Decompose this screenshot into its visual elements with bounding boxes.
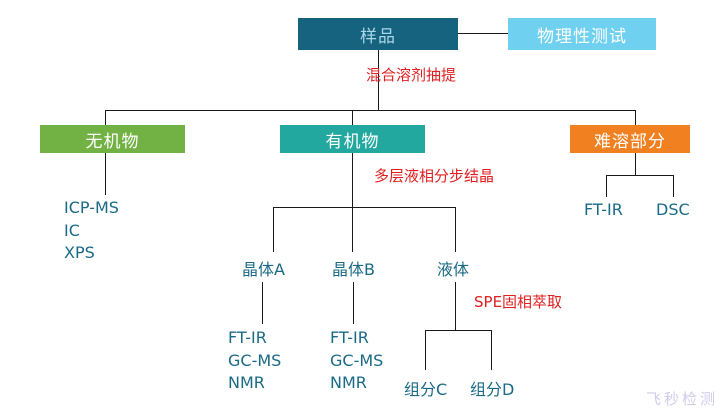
label-component-d: 组分D bbox=[470, 380, 515, 399]
label-crystal-b: 晶体B bbox=[332, 260, 375, 279]
connector-bus-to-insoluble bbox=[635, 110, 636, 125]
node-inorganic[interactable]: 无机物 bbox=[40, 125, 185, 153]
label-component-c: 组分C bbox=[404, 380, 448, 399]
annotation-crystallization: 多层液相分步结晶 bbox=[374, 167, 495, 185]
connector-bus-to-organic bbox=[352, 110, 353, 125]
connector-to-liquid bbox=[455, 207, 456, 252]
connector-to-crystal-b bbox=[352, 207, 353, 252]
connector-to-component-d bbox=[491, 330, 492, 370]
connector-insoluble-stem bbox=[635, 153, 636, 175]
connector-crystal-b-to-methods bbox=[353, 282, 354, 324]
node-sample[interactable]: 样品 bbox=[298, 18, 458, 50]
connector-crystal-a-to-methods bbox=[262, 282, 263, 324]
label-crystal-a: 晶体A bbox=[242, 260, 285, 279]
annotation-spe: SPE固相萃取 bbox=[474, 293, 563, 311]
node-organic[interactable]: 有机物 bbox=[280, 125, 425, 153]
connector-insoluble-fork bbox=[606, 175, 673, 176]
connector-spe-fork bbox=[425, 330, 491, 331]
label-liquid: 液体 bbox=[437, 260, 470, 279]
connector-insoluble-to-dsc bbox=[673, 175, 674, 197]
connector-insoluble-to-ftir bbox=[606, 175, 607, 197]
label-insoluble-ftir: FT-IR bbox=[584, 200, 623, 219]
connector-to-component-c bbox=[425, 330, 426, 370]
connector-to-crystal-a bbox=[273, 207, 274, 252]
watermark: 飞秒检测 bbox=[645, 390, 718, 408]
connector-inorganic-to-methods bbox=[105, 153, 106, 195]
connector-liquid-stem bbox=[455, 282, 456, 330]
node-physical-test[interactable]: 物理性测试 bbox=[508, 18, 656, 50]
node-insoluble[interactable]: 难溶部分 bbox=[570, 125, 690, 153]
connector-bus-to-inorganic bbox=[105, 110, 106, 125]
label-insoluble-dsc: DSC bbox=[656, 200, 690, 219]
connector-organic-stem bbox=[352, 153, 353, 207]
methods-inorganic: ICP-MS IC XPS bbox=[64, 198, 119, 263]
methods-crystal-b: FT-IR GC-MS NMR bbox=[330, 328, 384, 393]
methods-crystal-a: FT-IR GC-MS NMR bbox=[228, 328, 282, 393]
connector-main-bus bbox=[105, 110, 635, 111]
connector-sample-stem bbox=[378, 50, 379, 110]
annotation-extraction: 混合溶剂抽提 bbox=[366, 66, 457, 84]
connector-sample-to-physical bbox=[458, 33, 508, 34]
connector-crystallization-fork bbox=[273, 207, 455, 208]
